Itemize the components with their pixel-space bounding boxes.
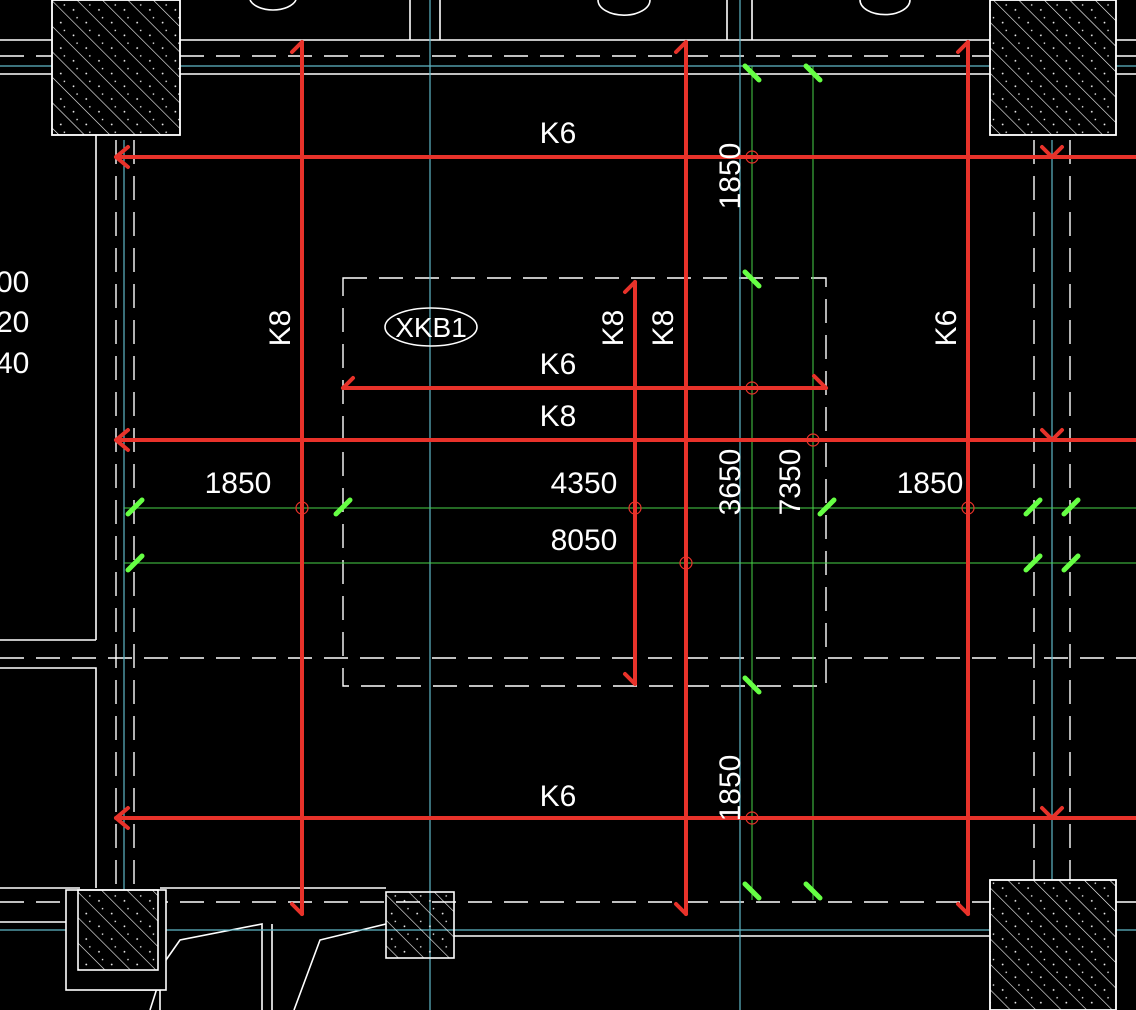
column-top-right <box>989 0 1117 136</box>
dim-vert-top-1850: 1850 <box>714 143 747 210</box>
rebar-k8-center-a <box>623 280 637 686</box>
dim-right-1850: 1850 <box>897 467 964 500</box>
dim-vert-7350: 7350 <box>774 449 807 516</box>
column-top-left <box>51 0 181 136</box>
slab-tag: XKB1 <box>384 307 478 347</box>
rebar-k6-top <box>114 145 1136 169</box>
rebar-k8-center-b <box>674 40 688 916</box>
clipped-text-2: 20 <box>0 306 29 339</box>
label-k6-bottom: K6 <box>540 780 577 813</box>
slab-tag-label: XKB1 <box>395 312 467 343</box>
column-bottom-left <box>65 889 167 991</box>
label-k8-center-a: K8 <box>597 310 630 347</box>
label-k8-center-b: K8 <box>647 310 680 347</box>
rebar-k8-mid <box>114 428 1136 452</box>
intersection-nodes <box>295 150 975 825</box>
dim-vert-3650: 3650 <box>714 449 747 516</box>
label-k8-left: K8 <box>264 310 297 347</box>
clipped-text-1: 00 <box>0 266 29 299</box>
column-bottom-right <box>989 879 1117 1010</box>
label-k6-right: K6 <box>930 310 963 347</box>
rebar-k8-left <box>290 40 304 916</box>
axis-bubbles <box>249 0 911 16</box>
dim-vert-bottom-1850: 1850 <box>714 755 747 822</box>
label-k6-top: K6 <box>540 117 577 150</box>
clipped-text-3: 40 <box>0 347 29 380</box>
dim-4350: 4350 <box>551 467 618 500</box>
label-k6-mid: K6 <box>540 348 577 381</box>
dim-left-1850: 1850 <box>205 467 272 500</box>
label-k8-mid: K8 <box>540 400 577 433</box>
rebar-k6-right <box>956 40 970 916</box>
beam-dashed-lines <box>0 55 1136 903</box>
dim-8050: 8050 <box>551 524 618 557</box>
dimension-ticks <box>125 63 1081 901</box>
column-bottom-mid <box>385 891 455 959</box>
rebar-k6-bottom <box>114 806 1136 830</box>
dimension-lines <box>124 66 1136 900</box>
